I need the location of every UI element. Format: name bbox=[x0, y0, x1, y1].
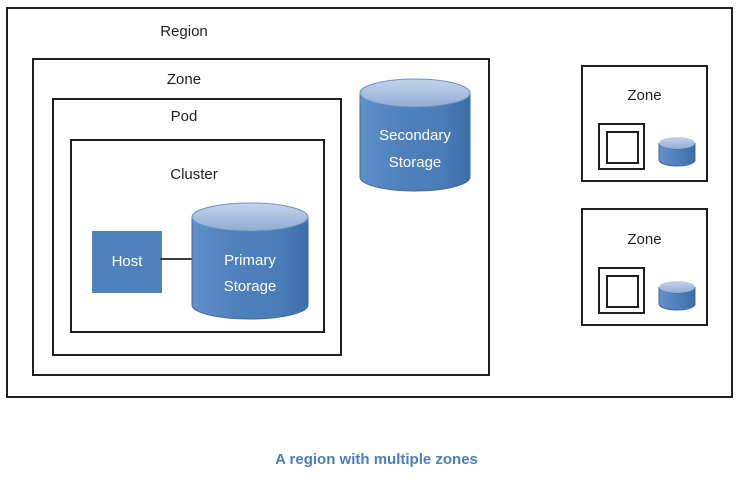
cluster-box bbox=[70, 139, 325, 333]
region-box bbox=[6, 7, 733, 398]
primary-storage-label: Primary Storage bbox=[223, 252, 277, 295]
primary-storage-cylinder-icon bbox=[191, 202, 309, 320]
zone-small-1-box bbox=[581, 65, 708, 182]
diagram-caption: A region with multiple zones bbox=[275, 451, 478, 468]
host-box: Host bbox=[92, 231, 162, 293]
zone-small-2-pod-icon bbox=[598, 267, 645, 314]
region-label: Region bbox=[160, 23, 208, 40]
zone-small-1-pod-icon bbox=[598, 123, 645, 170]
cluster-label: Cluster bbox=[170, 166, 218, 183]
zone-small-1-storage-cylinder-icon bbox=[658, 137, 696, 167]
zone-small-2-label: Zone bbox=[627, 231, 662, 248]
zone-small-1-cluster-icon bbox=[606, 131, 639, 164]
zone-main-box bbox=[32, 58, 490, 376]
zone-small-2-box bbox=[581, 208, 708, 326]
host-storage-connector bbox=[160, 258, 192, 260]
zone-small-2-storage-cylinder-icon bbox=[658, 281, 696, 311]
zone-main-label: Zone bbox=[166, 71, 202, 88]
pod-box bbox=[52, 98, 342, 356]
pod-label: Pod bbox=[170, 108, 198, 125]
zone-small-1-label: Zone bbox=[627, 87, 662, 104]
secondary-storage-cylinder-icon bbox=[359, 78, 471, 192]
secondary-storage-label: Secondary Storage bbox=[379, 127, 451, 171]
host-label: Host bbox=[111, 253, 143, 270]
zone-small-2-cluster-icon bbox=[606, 275, 639, 308]
